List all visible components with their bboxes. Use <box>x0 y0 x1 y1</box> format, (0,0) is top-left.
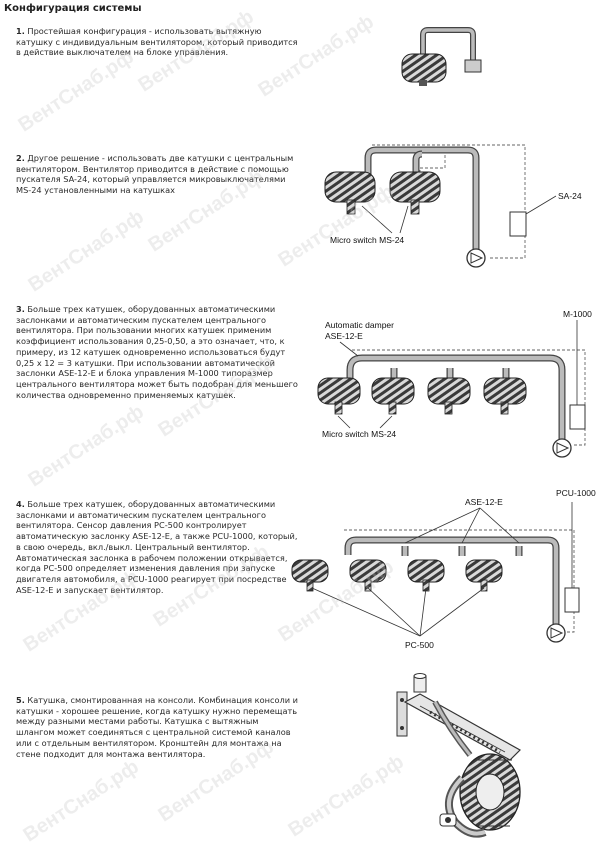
label-pcu1000: PCU-1000 <box>556 488 596 498</box>
section-2-text: 2. Другое решение - использовать две кат… <box>16 153 298 196</box>
reel-icon <box>407 559 445 583</box>
label-pc500: PC-500 <box>405 640 434 650</box>
diagram-4-pressure-control: ASE-12-E PCU-1000 PC-500 <box>291 488 596 650</box>
fan-icon <box>464 59 482 73</box>
section-number: 4. <box>16 499 25 509</box>
m1000-box <box>569 404 586 430</box>
reel-icon <box>389 171 441 203</box>
reel-icon <box>371 377 415 405</box>
section-number: 1. <box>16 26 25 36</box>
section-number: 2. <box>16 153 25 163</box>
reel-icon <box>291 559 329 583</box>
dashed-control-line <box>352 349 586 446</box>
label-automatic-damper: Automatic damper <box>325 320 394 330</box>
label-ase12e: ASE-12-E <box>325 331 363 341</box>
pcu1000-box <box>564 587 580 613</box>
reel-icon <box>465 559 503 583</box>
label-sa24: SA-24 <box>558 191 582 201</box>
section-1-text: 1. Простейшая конфигурация - использоват… <box>16 26 298 58</box>
reel-icon <box>317 377 361 405</box>
sa24-box <box>509 211 527 237</box>
section-body: Больше трех катушек, оборудованных автом… <box>16 304 298 400</box>
diagram-3-multi-reels: Automatic damper ASE-12-E M-1000 Micro s… <box>317 309 592 458</box>
section-body: Простейшая конфигурация - использовать в… <box>16 26 298 58</box>
section-number: 5. <box>16 695 25 705</box>
section-body: Катушка, смонтированная на консоли. Комб… <box>16 695 298 759</box>
label-m1000: M-1000 <box>563 309 592 319</box>
diagram-1-single-reel <box>401 27 482 86</box>
section-4-text: 4. Больше трех катушек, оборудованных ав… <box>16 499 298 595</box>
wall-bracket <box>396 691 408 737</box>
page-title: Конфигурация системы <box>4 3 142 14</box>
diagram-5-console-reel <box>396 673 521 838</box>
reel-icon <box>401 53 447 83</box>
section-5-text: 5. Катушка, смонтированная на консоли. К… <box>16 695 298 759</box>
diagram-2-two-reels: SA-24 Micro switch MS-24 <box>324 144 582 268</box>
dashed-control-line <box>372 144 526 259</box>
dashed-control-line <box>344 529 575 633</box>
label-micro-switch: Micro switch MS-24 <box>322 429 396 439</box>
label-micro-switch: Micro switch MS-24 <box>330 235 404 245</box>
section-number: 3. <box>16 304 25 314</box>
section-body: Другое решение - использовать две катушк… <box>16 153 294 196</box>
reel-icon <box>427 377 471 405</box>
section-3-text: 3. Больше трех катушек, оборудованных ав… <box>16 304 298 400</box>
section-body: Больше трех катушек, оборудованных автом… <box>16 499 298 595</box>
label-ase12e: ASE-12-E <box>465 497 503 507</box>
reel-icon <box>483 377 527 405</box>
console-arm <box>403 693 521 761</box>
